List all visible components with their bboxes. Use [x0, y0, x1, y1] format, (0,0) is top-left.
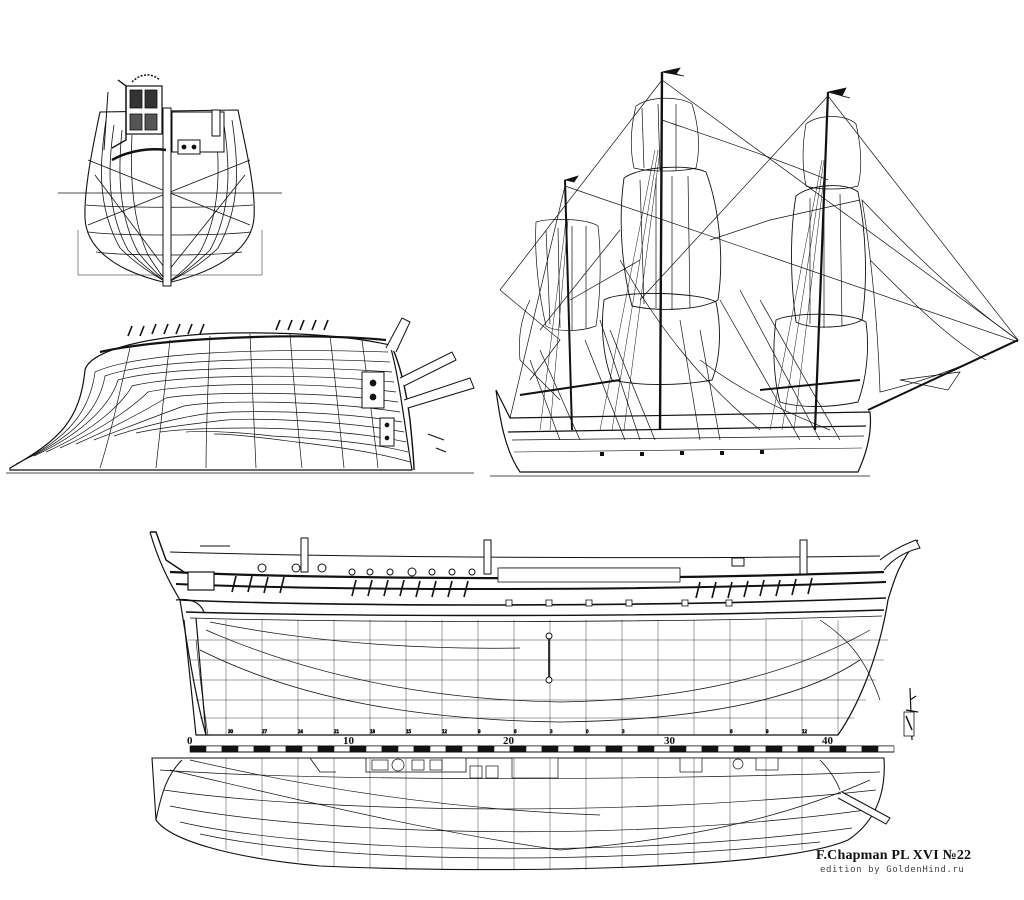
scale-segment [221, 745, 239, 753]
scale-segment [253, 745, 271, 753]
frame-label: 24 [298, 729, 304, 734]
scale-label-20: 20 [503, 735, 515, 747]
plate-title: F.Chapman PL XVI №22 [816, 848, 972, 863]
scale-segment [301, 745, 319, 753]
scale-segment [781, 745, 799, 753]
scale-segment [413, 745, 431, 753]
scale-label-10: 10 [343, 735, 355, 747]
body-plan-view [58, 74, 282, 287]
scale-segment [765, 745, 783, 753]
scale-segment [269, 745, 287, 753]
frame-label: 3 [550, 729, 553, 734]
scale-segment [205, 745, 223, 753]
scale-segment [477, 745, 495, 753]
frame-label: 9 [766, 729, 769, 734]
scale-label-30: 30 [664, 735, 676, 747]
scale-segment [541, 745, 559, 753]
scale-segment [589, 745, 607, 753]
frame-label: 6 [730, 729, 733, 734]
scale-segment [717, 745, 735, 753]
frame-label: 3 [622, 729, 625, 734]
scale-label-40: 40 [822, 735, 834, 747]
frame-label: 9 [478, 729, 481, 734]
scale-segments [189, 745, 895, 753]
scale-segment [573, 745, 591, 753]
scale-segment [749, 745, 767, 753]
frame-label: 0 [586, 729, 589, 734]
frame-label: 27 [262, 729, 268, 734]
scale-label-0: 0 [187, 735, 193, 747]
plate-edition: edition by GoldenHind.ru [820, 865, 965, 875]
frame-label: 30 [228, 729, 234, 734]
scale-segment [429, 745, 447, 753]
frame-label: 15 [406, 729, 412, 734]
scale-segment [621, 745, 639, 753]
scale-segment [605, 745, 623, 753]
plate-caption: F.Chapman PL XVI №22 edition by GoldenHi… [816, 848, 1016, 876]
scale-segment [557, 745, 575, 753]
frame-label: 6 [514, 729, 517, 734]
scale-segment [637, 745, 655, 753]
scale-segment [685, 745, 703, 753]
scale-segment [525, 745, 543, 753]
frame-label: 21 [334, 729, 340, 734]
frame-label: 18 [370, 729, 376, 734]
scale-segment [845, 745, 863, 753]
scale-segment [285, 745, 303, 753]
scale-segment [445, 745, 463, 753]
scale-segment [237, 745, 255, 753]
frame-label: 12 [442, 729, 448, 734]
scale-segment [365, 745, 383, 753]
scale-segment [861, 745, 879, 753]
scale-segment [733, 745, 751, 753]
half-breadth-view [151, 757, 891, 871]
bow-perspective-view [6, 317, 475, 474]
scale-segment [397, 745, 415, 753]
scale-segment [461, 745, 479, 753]
scale-segment [381, 745, 399, 753]
scale-segment [317, 745, 335, 753]
scale-bar: 0 10 20 30 40 [187, 735, 895, 753]
scale-segment [701, 745, 719, 753]
sheer-profile-view: 30 27 24 21 18 15 12 9 6 3 0 3 6 9 12 [149, 531, 921, 741]
frame-label: 12 [802, 729, 808, 734]
scale-segment [877, 745, 895, 753]
sail-plan-view [490, 67, 1019, 477]
scale-segment [797, 745, 815, 753]
